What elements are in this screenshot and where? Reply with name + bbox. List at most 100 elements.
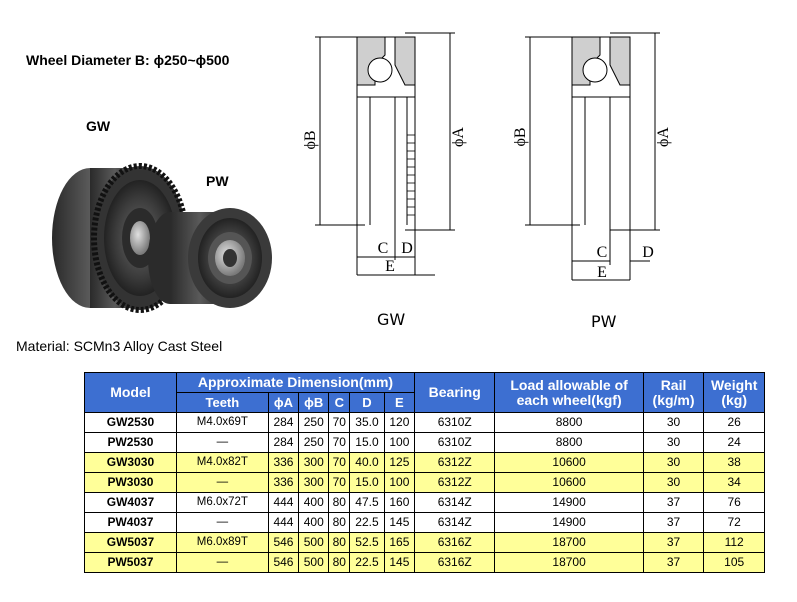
cell-rail: 30 bbox=[642, 452, 705, 473]
cell-a: 284 bbox=[267, 412, 300, 433]
cell-b: 300 bbox=[298, 472, 330, 493]
cell-model: GW3030 bbox=[84, 452, 177, 473]
cell-model: GW4037 bbox=[84, 492, 177, 513]
header-bearing: Bearing bbox=[414, 372, 496, 413]
cell-bearing: 6312Z bbox=[414, 472, 496, 493]
cell-a: 336 bbox=[267, 472, 300, 493]
cell-rail: 30 bbox=[642, 472, 705, 493]
cell-bearing: 6310Z bbox=[414, 412, 496, 433]
cell-b: 500 bbox=[298, 552, 330, 573]
header-load: Load allowable of each wheel(kgf) bbox=[494, 372, 644, 413]
pw-phi-b-label: ϕB bbox=[512, 127, 529, 146]
cell-teeth: — bbox=[175, 512, 269, 533]
header-model: Model bbox=[84, 372, 177, 413]
material-note: Material: SCMn3 Alloy Cast Steel bbox=[16, 338, 223, 354]
cell-b: 250 bbox=[298, 412, 330, 433]
pw-c-label: C bbox=[597, 244, 608, 261]
cell-e: 100 bbox=[383, 472, 416, 493]
wheel-diameter-heading: Wheel Diameter B: ϕ250~ϕ500 bbox=[26, 52, 230, 68]
cell-c: 70 bbox=[328, 412, 351, 433]
spec-table: Model Approximate Dimension(mm) Bearing … bbox=[84, 372, 765, 573]
cell-model: GW5037 bbox=[84, 532, 177, 553]
cell-load: 14900 bbox=[494, 492, 644, 513]
header-b: ϕB bbox=[298, 392, 330, 413]
pw-drawing: ϕB ϕA C D E bbox=[512, 32, 672, 281]
cell-e: 120 bbox=[383, 412, 416, 433]
cell-model: PW3030 bbox=[84, 472, 177, 493]
cell-model: PW4037 bbox=[84, 512, 177, 533]
cell-rail: 37 bbox=[642, 532, 705, 553]
gw-phi-a-label: ϕA bbox=[450, 127, 467, 147]
cell-a: 546 bbox=[267, 552, 300, 573]
cell-teeth: M4.0x82T bbox=[175, 452, 269, 473]
gw-d-label: D bbox=[401, 240, 413, 257]
cell-c: 80 bbox=[328, 552, 351, 573]
cell-weight: 24 bbox=[703, 432, 765, 453]
cell-rail: 37 bbox=[642, 492, 705, 513]
cell-c: 70 bbox=[328, 472, 351, 493]
cell-weight: 112 bbox=[703, 532, 765, 553]
cell-model: PW5037 bbox=[84, 552, 177, 573]
cell-bearing: 6316Z bbox=[414, 532, 496, 553]
cell-teeth: M4.0x69T bbox=[175, 412, 269, 433]
cell-c: 70 bbox=[328, 452, 351, 473]
cell-load: 8800 bbox=[494, 412, 644, 433]
cell-rail: 30 bbox=[642, 412, 705, 433]
cell-d: 40.0 bbox=[349, 452, 385, 473]
cell-b: 500 bbox=[298, 532, 330, 553]
cell-b: 400 bbox=[298, 492, 330, 513]
cell-bearing: 6310Z bbox=[414, 432, 496, 453]
cell-bearing: 6314Z bbox=[414, 492, 496, 513]
cell-a: 444 bbox=[267, 512, 300, 533]
cell-model: GW2530 bbox=[84, 412, 177, 433]
header-d: D bbox=[349, 392, 385, 413]
cell-weight: 34 bbox=[703, 472, 765, 493]
gw-phi-b-label: ϕB bbox=[302, 130, 319, 149]
pw-e-label: E bbox=[597, 264, 607, 281]
gw-drawing: ϕB ϕA C D E bbox=[302, 32, 467, 276]
header-weight: Weight (kg) bbox=[703, 372, 765, 413]
header-teeth: Teeth bbox=[175, 392, 269, 413]
table-header-row: Model Approximate Dimension(mm) Bearing … bbox=[84, 372, 765, 413]
header-rail: Rail (kg/m) bbox=[642, 372, 705, 413]
cell-rail: 30 bbox=[642, 432, 705, 453]
cell-weight: 76 bbox=[703, 492, 765, 513]
cell-e: 100 bbox=[383, 432, 416, 453]
cell-weight: 72 bbox=[703, 512, 765, 533]
cell-bearing: 6314Z bbox=[414, 512, 496, 533]
cell-a: 336 bbox=[267, 452, 300, 473]
cell-load: 14900 bbox=[494, 512, 644, 533]
gw-c-label: C bbox=[378, 240, 389, 257]
cell-e: 145 bbox=[383, 512, 416, 533]
pw-phi-a-label: ϕA bbox=[655, 127, 672, 147]
cell-weight: 26 bbox=[703, 412, 765, 433]
gw-drawing-caption: GW bbox=[377, 310, 406, 329]
cell-b: 400 bbox=[298, 512, 330, 533]
header-c: C bbox=[328, 392, 351, 413]
pw-d-label: D bbox=[642, 244, 654, 261]
cell-a: 284 bbox=[267, 432, 300, 453]
cell-e: 145 bbox=[383, 552, 416, 573]
cell-model: PW2530 bbox=[84, 432, 177, 453]
cell-teeth: — bbox=[175, 432, 269, 453]
cell-e: 125 bbox=[383, 452, 416, 473]
cell-rail: 37 bbox=[642, 512, 705, 533]
cell-weight: 105 bbox=[703, 552, 765, 573]
cell-weight: 38 bbox=[703, 452, 765, 473]
cell-b: 250 bbox=[298, 432, 330, 453]
gw-photo-label: GW bbox=[86, 118, 111, 134]
cell-a: 444 bbox=[267, 492, 300, 513]
cell-bearing: 6312Z bbox=[414, 452, 496, 473]
pw-wheel-photo bbox=[148, 208, 272, 308]
cell-d: 22.5 bbox=[349, 552, 385, 573]
cell-load: 10600 bbox=[494, 452, 644, 473]
cell-teeth: M6.0x72T bbox=[175, 492, 269, 513]
pw-drawing-caption: PW bbox=[591, 312, 617, 331]
header-e: E bbox=[383, 392, 416, 413]
